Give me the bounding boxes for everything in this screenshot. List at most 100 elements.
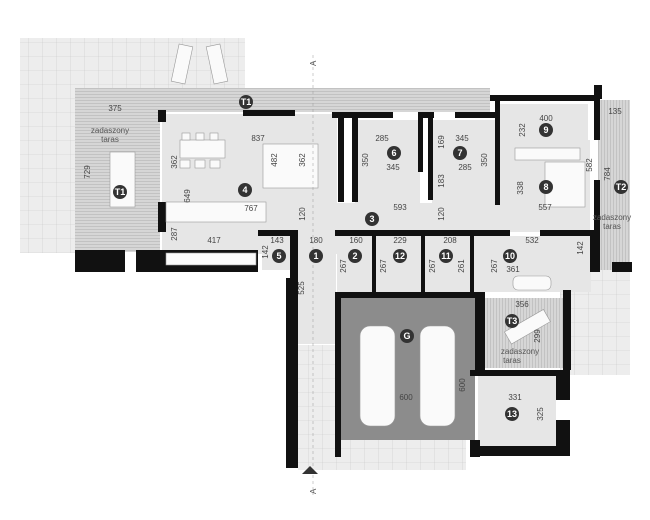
room-number: 1	[313, 251, 318, 261]
dimension: 362	[170, 155, 179, 169]
dimension: 600	[399, 393, 413, 402]
badge-circle	[238, 183, 252, 197]
dimension: 229	[393, 236, 407, 245]
badge-circle	[539, 180, 553, 194]
dimension: 582	[585, 158, 594, 172]
badge-circle	[539, 123, 553, 137]
dimension: 169	[437, 135, 446, 149]
terrace-label: zadaszony	[501, 347, 539, 356]
badge-circle	[348, 249, 362, 263]
terrace-label: taras	[503, 356, 521, 365]
room-badge-6: 6	[387, 146, 401, 160]
room-badge-10: 10	[503, 249, 517, 263]
room-number: G	[403, 331, 410, 341]
room-badge-11: 11	[439, 249, 453, 263]
room-7	[432, 120, 498, 205]
dimension: 356	[515, 300, 529, 309]
dimension: 600	[458, 378, 467, 392]
room-badge-7: 7	[453, 146, 467, 160]
dimension: 362	[298, 153, 307, 167]
dimension: 267	[339, 259, 348, 273]
room-number: 3	[369, 214, 374, 224]
room-badge-4: 4	[238, 183, 252, 197]
room-number: 8	[543, 182, 548, 192]
room-badge-12: 12	[393, 249, 407, 263]
room-number: 12	[395, 251, 405, 261]
dimension: 261	[457, 259, 466, 273]
dimension: 593	[393, 203, 407, 212]
room-number: 5	[276, 251, 281, 261]
dimension: 120	[298, 207, 307, 221]
dimension: 135	[608, 107, 622, 116]
room-number: T1	[115, 187, 126, 197]
dimension: 232	[518, 123, 527, 137]
room-number: 11	[441, 251, 451, 261]
section-marker-top: A	[309, 60, 318, 66]
dimension: 299	[533, 329, 542, 343]
dimension: 345	[455, 134, 469, 143]
entrance-arrow-icon	[302, 466, 318, 474]
dimension: 331	[508, 393, 522, 402]
dimension: 525	[297, 281, 306, 295]
room-number: T2	[616, 182, 627, 192]
badge-circle	[453, 146, 467, 160]
dimension: 142	[261, 245, 270, 259]
room-number: 7	[457, 148, 462, 158]
terrace-label: taras	[603, 222, 621, 231]
room-badge-t1: T1	[239, 95, 253, 109]
dimension: 417	[207, 236, 221, 245]
badge-circle	[505, 407, 519, 421]
dimension: 767	[244, 204, 258, 213]
room-badge-2: 2	[348, 249, 362, 263]
dimension: 180	[309, 236, 323, 245]
room-badge-5: 5	[272, 249, 286, 263]
room-3-corridor	[335, 203, 500, 233]
badge-circle	[614, 180, 628, 194]
dimension: 285	[458, 163, 472, 172]
badge-circle	[393, 249, 407, 263]
dimension: 400	[539, 114, 553, 123]
badge-circle	[400, 329, 414, 343]
dimension: 784	[603, 167, 612, 181]
dimension: 345	[386, 163, 400, 172]
dimension: 183	[437, 174, 446, 188]
room-number: 4	[242, 185, 247, 195]
room-badge-t1: T1	[113, 185, 127, 199]
room-number: 2	[352, 251, 357, 261]
dimension: 350	[480, 153, 489, 167]
room-6	[355, 120, 420, 205]
terrace-label: zadaszony	[91, 126, 129, 135]
furniture	[109, 132, 586, 427]
pavement-front	[298, 440, 466, 470]
dimension: 143	[270, 236, 284, 245]
room-badge-t3: T3	[505, 314, 519, 328]
badge-circle	[439, 249, 453, 263]
dimension: 208	[443, 236, 457, 245]
room-number: 10	[505, 251, 515, 261]
dimension: 375	[108, 104, 122, 113]
deck-chair	[205, 43, 229, 85]
pavement-left	[20, 88, 76, 253]
dimension: 267	[428, 259, 437, 273]
dimension: 267	[379, 259, 388, 273]
terrace-label: zadaszony	[593, 213, 631, 222]
room-11	[425, 236, 470, 292]
section-marker-bottom: A	[309, 488, 318, 494]
room-badge-1: 1	[309, 249, 323, 263]
dimension: 142	[576, 241, 585, 255]
dimension: 482	[270, 153, 279, 167]
room-2	[337, 236, 373, 292]
room-badge-9: 9	[539, 123, 553, 137]
room-badge-13: 13	[505, 407, 519, 421]
dimension: 120	[437, 207, 446, 221]
room-number: 9	[543, 125, 548, 135]
room-number: 13	[507, 409, 517, 419]
dimension-labels: 375 729 837 362 482 362 649 767 120 287 …	[83, 104, 622, 421]
dimension: 350	[361, 153, 370, 167]
badge-circle	[113, 185, 127, 199]
dimension: 325	[536, 407, 545, 421]
dimension: 338	[516, 181, 525, 195]
room-number: T1	[241, 97, 252, 107]
room-badge-t2: T2	[614, 180, 628, 194]
